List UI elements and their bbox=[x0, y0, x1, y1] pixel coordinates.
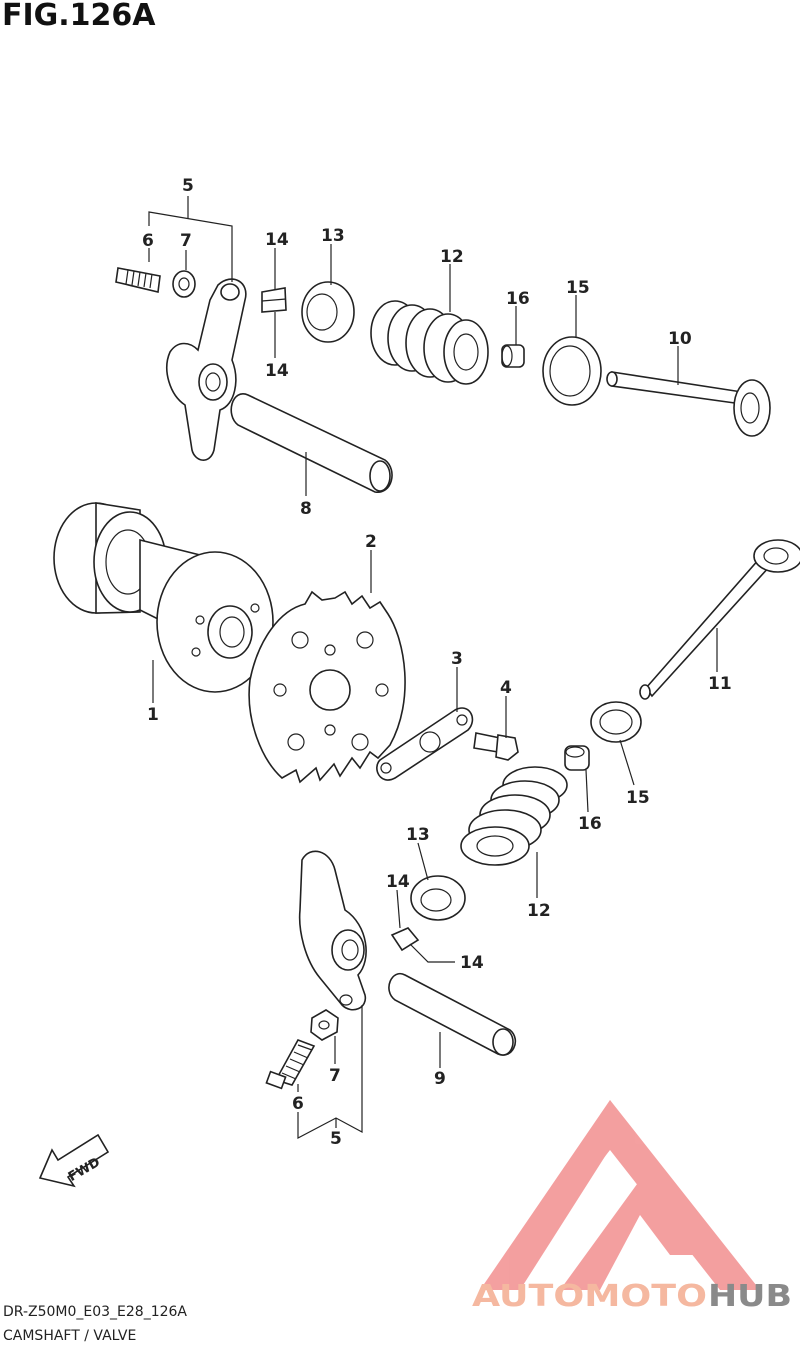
lock-nut-lower bbox=[310, 1009, 339, 1041]
valve-spring-upper bbox=[370, 300, 489, 385]
figure-title: FIG.126A bbox=[2, 0, 156, 33]
figure-description: CAMSHAFT / VALVE bbox=[3, 1328, 137, 1344]
callout-14-upper-a: 14 bbox=[265, 230, 289, 250]
adjust-screw-upper bbox=[115, 267, 161, 293]
camshaft bbox=[53, 502, 274, 693]
callout-4: 4 bbox=[500, 678, 512, 698]
figure-code: DR-Z50M0_E03_E28_126A bbox=[3, 1304, 188, 1320]
spring-retainer-lower bbox=[410, 875, 466, 921]
leader-lines bbox=[148, 196, 718, 1139]
valve-cotter-lower bbox=[390, 927, 420, 952]
callout-7-lower: 7 bbox=[329, 1066, 341, 1086]
callout-8: 8 bbox=[300, 499, 312, 519]
watermark-text-b: HUB bbox=[708, 1279, 792, 1314]
watermark-text: AUTOMOTO HUB bbox=[472, 1279, 792, 1314]
callout-14-upper-b: 14 bbox=[265, 361, 289, 381]
spring-retainer-upper bbox=[301, 281, 355, 343]
callout-labels: 5 6 7 14 14 13 12 16 15 10 8 2 1 3 4 11 … bbox=[142, 176, 732, 1149]
watermark-text-a: AUTOMOTO bbox=[472, 1279, 707, 1314]
callout-16-lower: 16 bbox=[578, 814, 602, 834]
callout-13-upper: 13 bbox=[321, 226, 345, 246]
callout-12-lower: 12 bbox=[527, 901, 551, 921]
fwd-arrow-icon: FWD bbox=[38, 1133, 110, 1188]
callout-15-upper: 15 bbox=[566, 278, 590, 298]
valve-cotter-upper bbox=[261, 287, 287, 313]
rocker-shaft-upper bbox=[230, 393, 393, 493]
callout-6-lower: 6 bbox=[292, 1094, 304, 1114]
callout-3: 3 bbox=[451, 649, 463, 669]
callout-2: 2 bbox=[365, 532, 377, 552]
callout-16-upper: 16 bbox=[506, 289, 530, 309]
spring-seat-lower bbox=[590, 701, 642, 743]
callout-11: 11 bbox=[708, 674, 732, 694]
callout-5-lower: 5 bbox=[330, 1129, 342, 1149]
spring-seat-upper bbox=[542, 336, 602, 406]
callout-1: 1 bbox=[147, 705, 159, 725]
rocker-arm-upper bbox=[166, 278, 247, 461]
stem-seal-lower bbox=[564, 745, 590, 771]
callout-5-upper: 5 bbox=[182, 176, 194, 196]
valve-spring-lower bbox=[460, 766, 568, 866]
sprocket-plate bbox=[376, 707, 474, 781]
sprocket-bolt bbox=[473, 732, 519, 761]
adjust-screw-lower bbox=[265, 1039, 316, 1090]
callout-14-lower-b: 14 bbox=[460, 953, 484, 973]
cam-sprocket bbox=[248, 590, 406, 784]
watermark-logo bbox=[480, 1100, 760, 1290]
stem-seal-upper bbox=[501, 344, 525, 368]
callout-7-upper: 7 bbox=[180, 231, 192, 251]
lock-nut-upper bbox=[172, 270, 196, 298]
callout-12-upper: 12 bbox=[440, 247, 464, 267]
exhaust-valve bbox=[639, 539, 800, 700]
callout-6-upper: 6 bbox=[142, 231, 154, 251]
callout-9: 9 bbox=[434, 1069, 446, 1089]
callout-15-lower: 15 bbox=[626, 788, 650, 808]
rocker-shaft-lower bbox=[388, 972, 516, 1056]
callout-14-lower-a: 14 bbox=[386, 872, 410, 892]
callout-13-lower: 13 bbox=[406, 825, 430, 845]
callout-10: 10 bbox=[668, 329, 692, 349]
intake-valve bbox=[606, 371, 771, 437]
rocker-arm-lower bbox=[298, 850, 367, 1011]
